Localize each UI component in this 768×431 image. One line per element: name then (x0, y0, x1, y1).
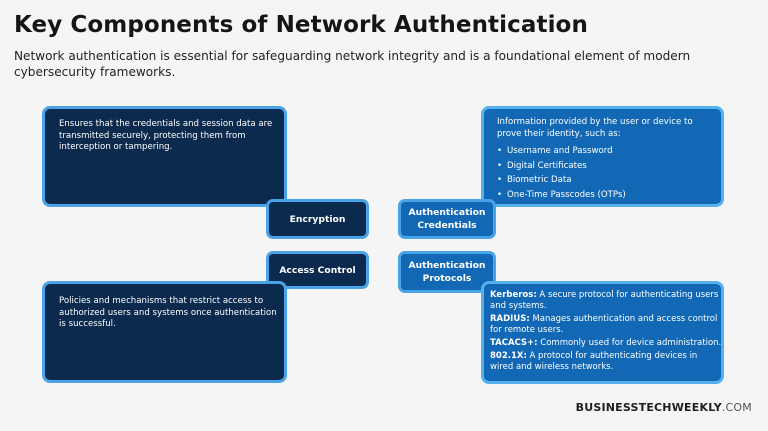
protocols-label-line1: Authentication (408, 260, 486, 271)
encryption-box: Ensures that the credentials and session… (42, 106, 287, 207)
credentials-list: •Username and Password •Digital Certific… (497, 144, 719, 202)
encryption-label-box: Encryption (266, 199, 369, 239)
bullet-icon: • (497, 189, 503, 200)
list-item: •One-Time Passcodes (OTPs) (497, 188, 719, 203)
protocols-content: Kerberos: A secure protocol for authenti… (490, 290, 722, 376)
protocol-radius: RADIUS: Manages authentication and acces… (490, 314, 718, 335)
bullet-icon: • (497, 146, 503, 156)
credentials-intro: Information provided by the user or devi… (497, 117, 693, 139)
page-subtitle: Network authentication is essential for … (14, 49, 691, 79)
page-title: Key Components of Network Authentication (14, 12, 588, 38)
list-item: •Username and Password (497, 144, 719, 159)
bullet-icon: • (497, 175, 503, 185)
access-control-label: Access Control (279, 264, 356, 276)
credentials-label-line1: Authentication (408, 207, 486, 218)
access-control-box: Policies and mechanisms that restrict ac… (42, 281, 287, 383)
encryption-label: Encryption (289, 213, 346, 225)
protocol-8021x: 802.1X: A protocol for authenticating de… (490, 351, 698, 373)
encryption-description: Ensures that the credentials and session… (59, 119, 273, 152)
list-item: •Digital Certificates (497, 159, 719, 174)
protocols-label-line2: Protocols (422, 273, 472, 284)
brand-logo: BUSINESSTECHWEEKLY.COM (575, 401, 752, 414)
access-control-description: Policies and mechanisms that restrict ac… (59, 296, 277, 329)
protocol-kerberos: Kerberos: A secure protocol for authenti… (490, 290, 719, 311)
list-item: •Biometric Data (497, 173, 719, 188)
credentials-label-box: Authentication Credentials (398, 199, 496, 239)
protocols-box: Kerberos: A secure protocol for authenti… (481, 281, 724, 384)
bullet-icon: • (497, 160, 503, 171)
protocol-tacacs: TACACS+: Commonly used for device admini… (490, 338, 722, 349)
credentials-box: Information provided by the user or devi… (481, 106, 724, 207)
protocols-label-box: Authentication Protocols (398, 251, 496, 293)
credentials-content: Information provided by the user or devi… (497, 117, 719, 202)
credentials-label-line2: Credentials (417, 220, 477, 231)
